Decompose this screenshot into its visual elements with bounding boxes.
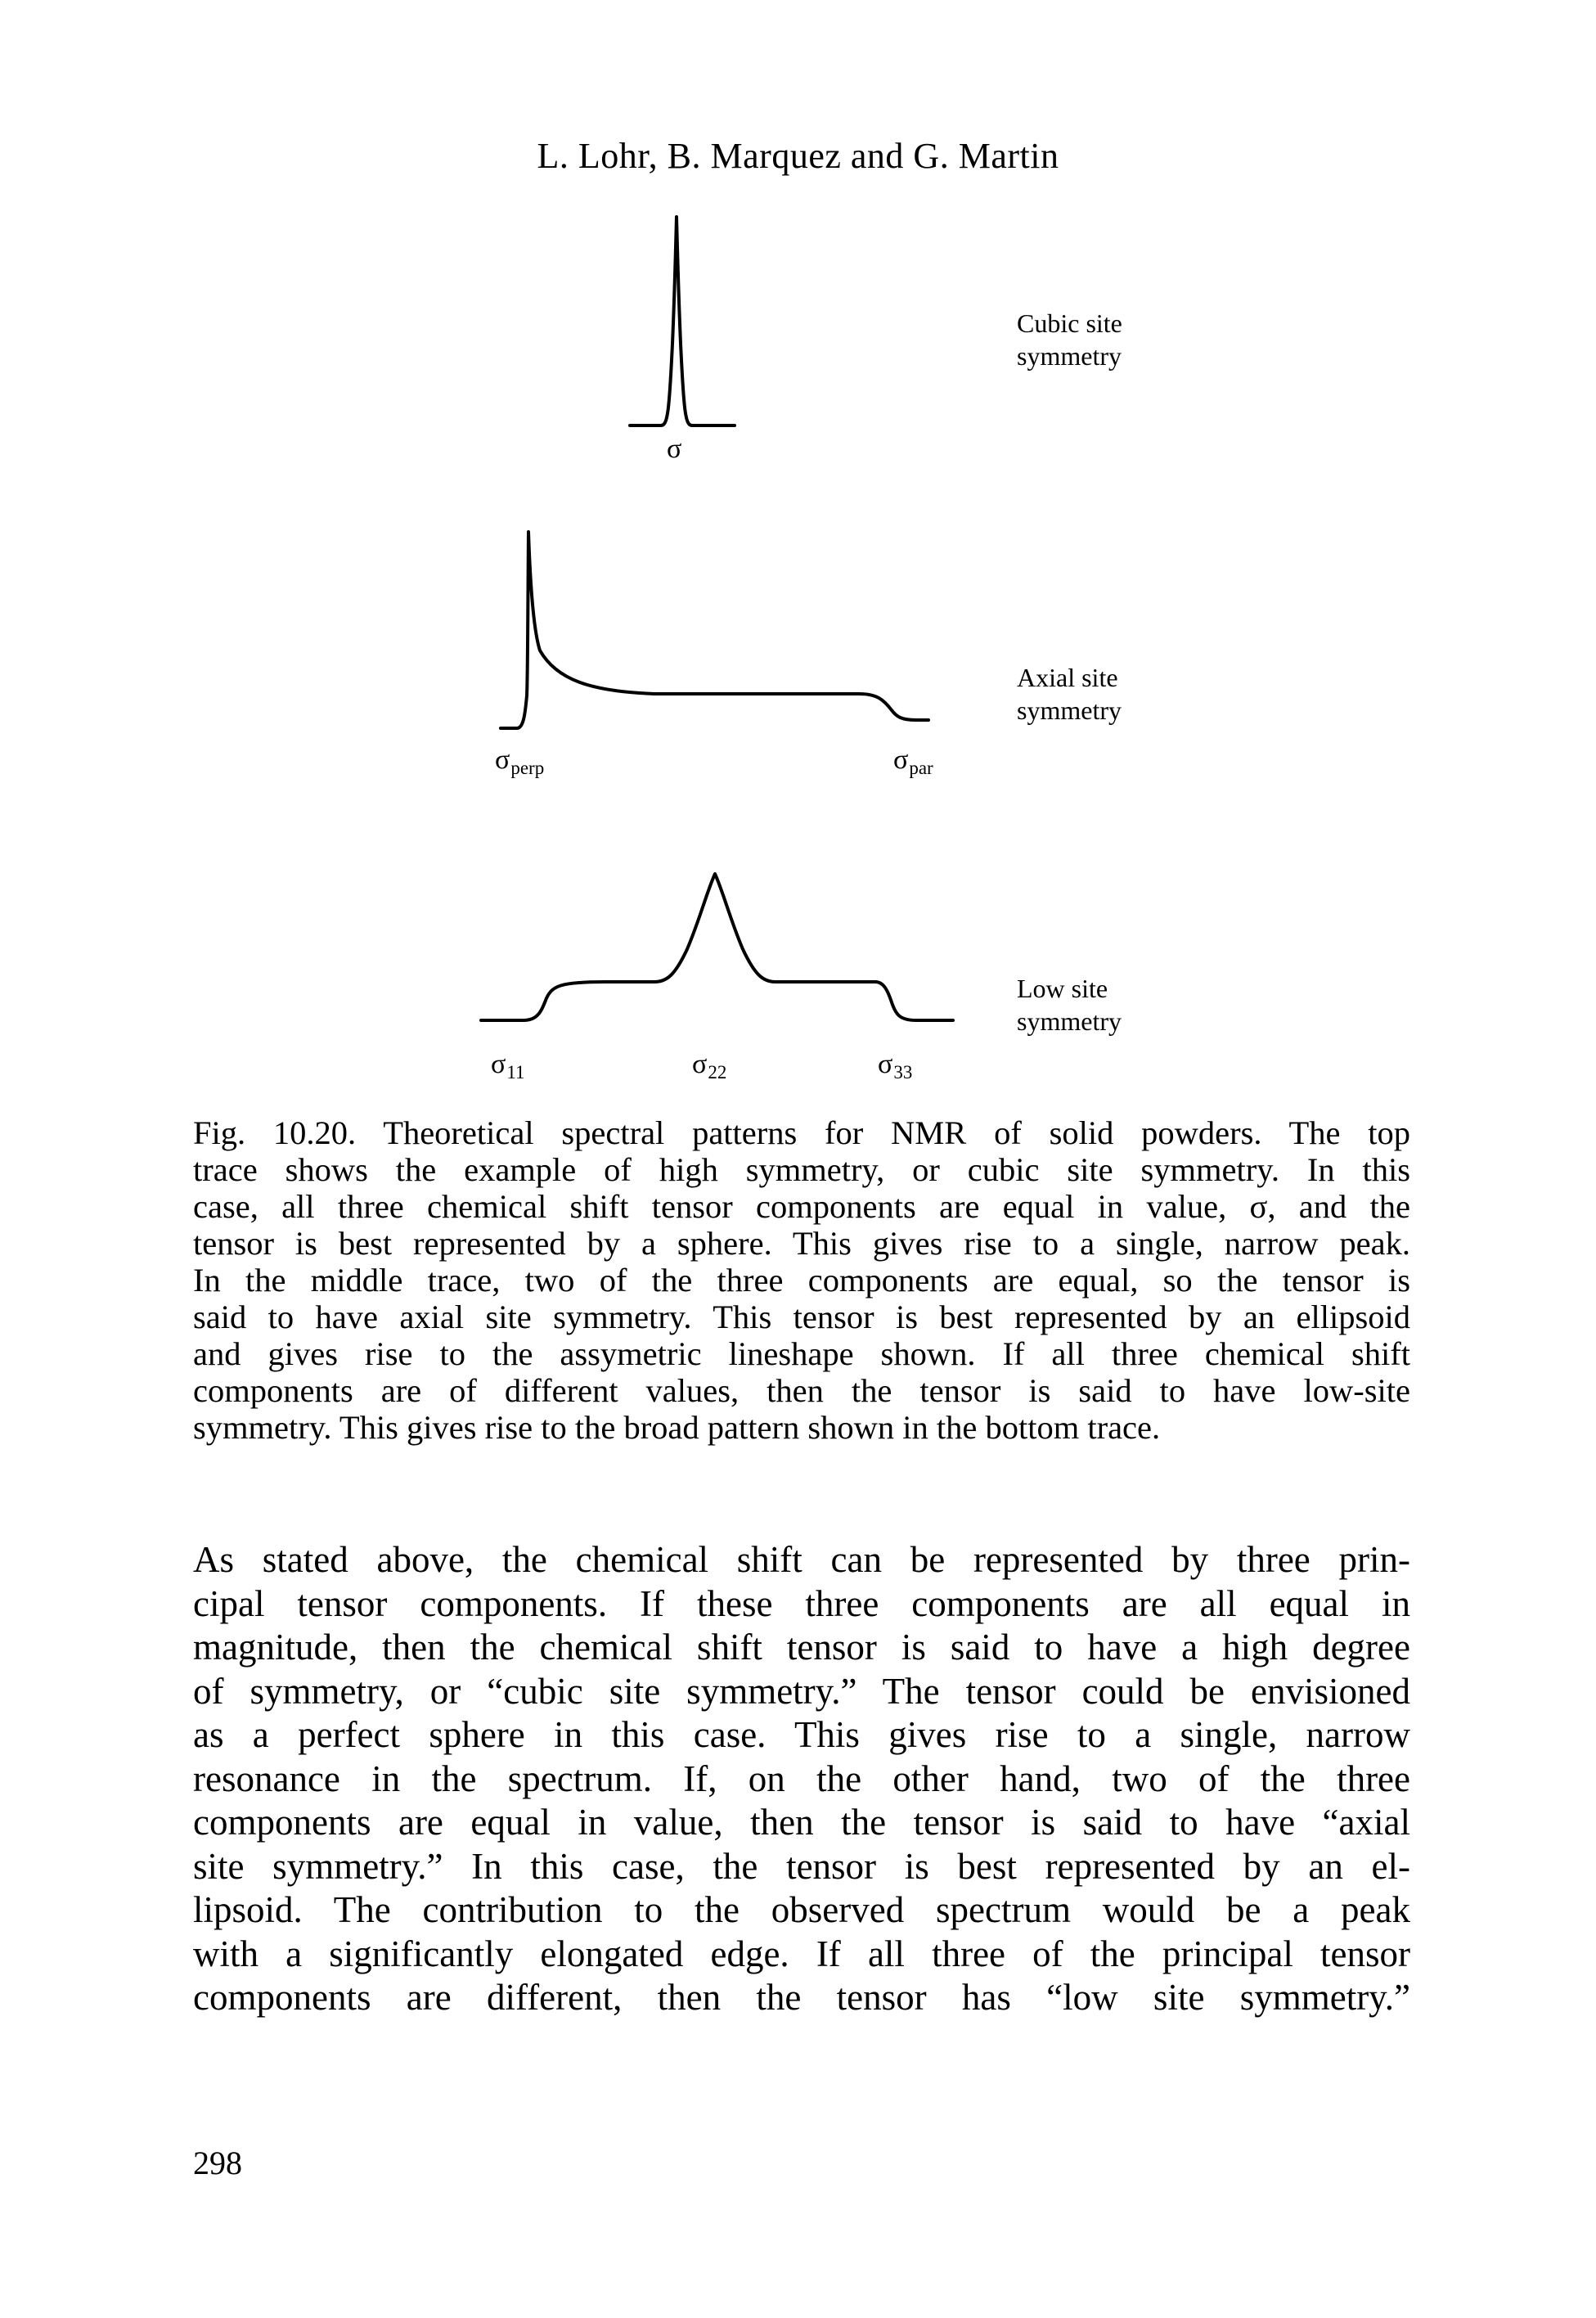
body-line: with a significantly elongated edge. If … bbox=[193, 1933, 1410, 1974]
body-line: resonance in the spectrum. If, on the ot… bbox=[193, 1758, 1410, 1799]
body-line: of symmetry, or “cubic site symmetry.” T… bbox=[193, 1670, 1410, 1712]
cubic-site-label-line2: symmetry bbox=[1017, 341, 1122, 371]
low-site-label-line1: Low site bbox=[1017, 974, 1108, 1003]
body-line: site symmetry.” In this case, the tensor… bbox=[193, 1845, 1410, 1887]
caption-line: case, all three chemical shift tensor co… bbox=[193, 1188, 1410, 1225]
caption-line: Fig. 10.20. Theoretical spectral pattern… bbox=[193, 1114, 1410, 1151]
nmr-spectra-figure bbox=[479, 215, 955, 1022]
sigma-22-symbol: σ22 bbox=[692, 1049, 727, 1082]
low-site-label-line2: symmetry bbox=[1017, 1006, 1122, 1036]
axial-site-label: Axial site symmetry bbox=[1017, 661, 1122, 727]
caption-line: trace shows the example of high symmetry… bbox=[193, 1151, 1410, 1188]
caption-line: tensor is best represented by a sphere. … bbox=[193, 1225, 1410, 1262]
caption-line: symmetry. This gives rise to the broad p… bbox=[193, 1409, 1161, 1446]
low-site-trace bbox=[479, 872, 955, 1022]
sigma-par-symbol: σpar bbox=[893, 745, 933, 778]
sigma-perp-symbol: σperp bbox=[495, 745, 545, 778]
figure-caption: Fig. 10.20. Theoretical spectral pattern… bbox=[193, 1114, 1410, 1446]
body-line: components are different, then the tenso… bbox=[193, 1977, 1410, 2018]
cubic-site-trace bbox=[628, 215, 736, 427]
axial-site-label-line1: Axial site bbox=[1017, 663, 1118, 692]
body-paragraph: As stated above, the chemical shift can … bbox=[193, 1538, 1410, 2020]
body-line: magnitude, then the chemical shift tenso… bbox=[193, 1627, 1410, 1668]
axial-site-label-line2: symmetry bbox=[1017, 695, 1122, 725]
caption-line: and gives rise to the assymetric linesha… bbox=[193, 1335, 1410, 1372]
page-number: 298 bbox=[193, 2145, 242, 2181]
cubic-site-label-line1: Cubic site bbox=[1017, 308, 1122, 338]
cubic-site-label: Cubic site symmetry bbox=[1017, 307, 1122, 372]
sigma-11-symbol: σ11 bbox=[491, 1049, 525, 1082]
sigma-33-symbol: σ33 bbox=[878, 1049, 913, 1082]
caption-line: In the middle trace, two of the three co… bbox=[193, 1262, 1410, 1299]
low-site-label: Low site symmetry bbox=[1017, 972, 1122, 1037]
body-line: as a perfect sphere in this case. This g… bbox=[193, 1714, 1410, 1755]
running-header: L. Lohr, B. Marquez and G. Martin bbox=[537, 136, 1059, 176]
body-line: lipsoid. The contribution to the observe… bbox=[193, 1889, 1410, 1930]
body-line: As stated above, the chemical shift can … bbox=[193, 1539, 1410, 1580]
caption-line: components are of different values, then… bbox=[193, 1372, 1410, 1409]
sigma-symbol: σ bbox=[667, 434, 682, 464]
body-line: components are equal in value, then the … bbox=[193, 1802, 1410, 1843]
body-line: cipal tensor components. If these three … bbox=[193, 1582, 1410, 1624]
caption-line: said to have axial site symmetry. This t… bbox=[193, 1299, 1410, 1335]
axial-site-trace bbox=[499, 530, 930, 730]
